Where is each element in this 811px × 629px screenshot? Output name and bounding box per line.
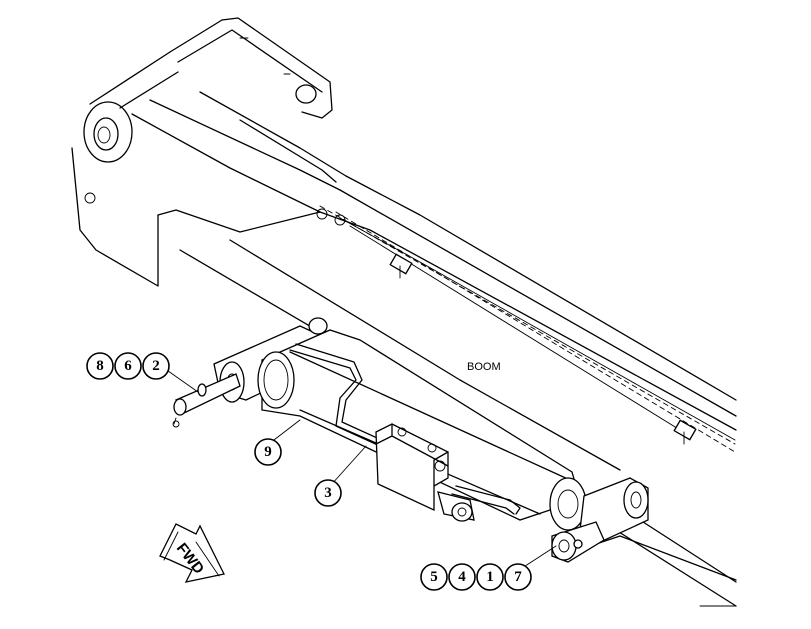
callout-3: 3: [314, 479, 342, 507]
svg-text:9: 9: [264, 444, 272, 460]
svg-text:7: 7: [514, 569, 522, 585]
callout-8: 8: [86, 352, 114, 380]
svg-text:1: 1: [486, 569, 494, 585]
callout-5: 5: [420, 563, 448, 591]
callout-4: 4: [448, 563, 476, 591]
hydraulic-cylinder: [172, 317, 649, 563]
callout-1: 1: [476, 563, 504, 591]
svg-text:6: 6: [124, 358, 132, 374]
forward-arrow-icon: FWD: [159, 523, 225, 583]
svg-text:3: 3: [324, 485, 332, 501]
valve-block: [375, 423, 521, 522]
svg-text:5: 5: [430, 569, 438, 585]
boom-label: BOOM: [467, 361, 501, 373]
svg-text:8: 8: [96, 358, 104, 374]
callout-9: 9: [254, 438, 282, 466]
callout-group-cylinder: 9: [254, 438, 282, 466]
callout-7: 7: [504, 563, 532, 591]
svg-text:4: 4: [458, 569, 466, 585]
svg-text:2: 2: [152, 358, 160, 374]
callout-6: 6: [114, 352, 142, 380]
callout-2: 2: [142, 352, 170, 380]
callout-group-lower-right-pin: 5 4 1 7: [420, 563, 532, 591]
callout-group-upper-left-pin: 8 6 2: [86, 352, 170, 380]
callout-group-valve: 3: [314, 479, 342, 507]
